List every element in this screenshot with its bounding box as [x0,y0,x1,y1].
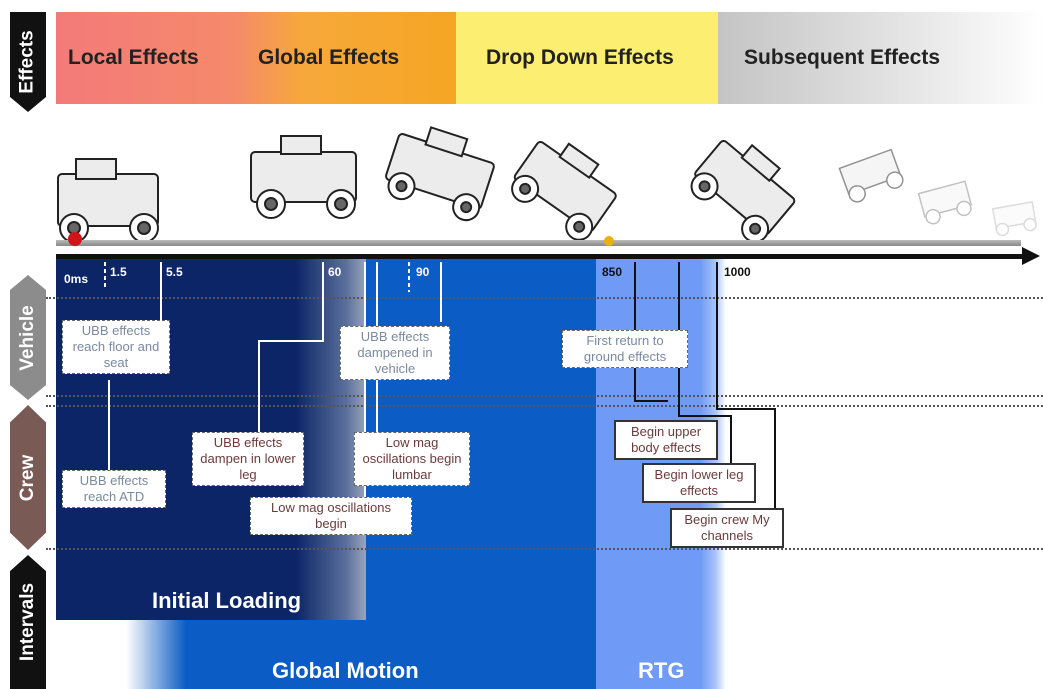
tab-intervals: Intervals [10,555,46,689]
interval-rtg: RTG [638,658,685,683]
vehicle-icon [385,126,495,222]
connector-line [258,340,260,435]
callout-upper-body: Begin upper body effects [614,420,718,460]
connector-line [440,262,442,322]
vehicle-icon [57,158,159,243]
connector-line [716,408,776,410]
blast-marker [68,232,82,246]
drop-down-effects-label: Drop Down Effects [486,46,674,69]
callout-low-mag-lumbar: Low mag oscillations begin lumbar [354,432,470,486]
local-effects-label: Local Effects [68,46,199,69]
vehicle-sequence [57,126,1037,243]
drop-down-effects-band: Drop Down Effects [456,12,718,104]
row-separator [46,395,1043,397]
global-motion-fade [126,620,186,689]
callout-floor-seat: UBB effects reach floor and seat [62,320,170,374]
global-effects-band: Global Effects [236,12,456,104]
subsequent-effects-band: Subsequent Effects [718,12,1043,104]
callout-lower-leg: Begin lower leg effects [642,463,756,503]
impact-marker [604,236,614,246]
tick-label: 60 [328,265,342,279]
vehicle-icon [991,201,1037,237]
tab-intervals-label: Intervals [17,582,38,662]
row-separator [46,297,1043,299]
local-effects-band: Local Effects [56,12,236,104]
timeline-arrowhead [1022,247,1040,265]
connector-line [774,408,776,508]
callout-dampened-vehicle: UBB effects dampened in vehicle [340,326,450,380]
vehicle-icon [511,140,617,241]
tab-effects: Effects [10,12,46,112]
connector-line [108,380,110,470]
tab-crew-label: Crew [17,454,38,501]
tick-label: 1.5 [110,265,127,279]
callout-crew-my: Begin crew My channels [670,508,784,548]
tab-vehicle: Vehicle [10,275,46,400]
tick-label: 850 [602,265,623,279]
connector-line [104,262,106,287]
tick-label: 1000 [724,265,751,279]
timeline-axis [56,254,1026,259]
intervals-white-left [56,620,126,689]
connector-line [730,415,732,465]
global-effects-label: Global Effects [258,46,400,69]
connector-line [678,415,730,417]
interval-initial-loading: Initial Loading [152,588,302,613]
connector-line [160,262,162,320]
vehicle-icon [690,139,796,243]
subsequent-effects-label: Subsequent Effects [744,46,941,69]
vehicle-icon [838,148,904,203]
callout-dampen-lower-leg: UBB effects dampen in lower leg [192,432,304,486]
tick-label: 5.5 [166,265,183,279]
callout-reach-atd: UBB effects reach ATD [62,470,166,508]
tick-label: 0ms [64,272,89,286]
connector-line [716,262,718,410]
tab-crew: Crew [10,405,46,550]
connector-line [408,262,410,292]
tab-vehicle-label: Vehicle [17,304,38,371]
ground-line [56,240,1021,246]
callout-low-mag-begin: Low mag oscillations begin [250,497,412,535]
connector-line [258,340,324,342]
tab-effects-label: Effects [17,30,39,94]
row-separator [46,548,1043,550]
row-separator [46,405,1043,407]
vehicle-icon [250,135,357,219]
connector-line [634,400,668,402]
interval-global-motion: Global Motion [272,658,419,683]
vehicle-icon [917,180,973,225]
callout-first-return: First return to ground effects [562,330,688,368]
connector-line [322,262,324,342]
tick-label: 90 [416,265,430,279]
